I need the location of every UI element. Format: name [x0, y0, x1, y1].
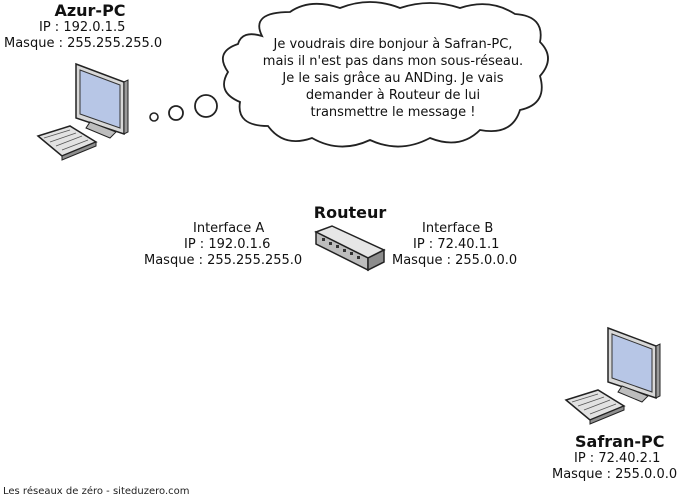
azur-pc-mask: Masque : 255.255.255.0 [4, 36, 163, 51]
router-icon [314, 225, 386, 272]
interface-a-title: Interface A [193, 221, 265, 236]
thought-line: demander à Routeur de lui [305, 88, 481, 103]
interface-a-mask: Masque : 255.255.255.0 [144, 253, 303, 268]
thought-text: Je voudrais dire bonjour à Safran-PC, ma… [238, 36, 548, 121]
thought-line: transmettre le message ! [310, 105, 476, 120]
interface-b-info: Interface B IP : 72.40.1.1 Masque : 255.… [392, 221, 552, 269]
router-name: Routeur [313, 203, 387, 222]
thought-dot-large [194, 94, 218, 118]
thought-bubble [149, 1, 549, 148]
thought-dot-small [149, 112, 159, 122]
azur-pc-name: Azur-PC [54, 1, 126, 20]
azur-pc-computer-icon [36, 62, 129, 161]
safran-pc-info: Safran-PC IP : 72.40.2.1 Masque : 255.0.… [540, 432, 700, 483]
thought-line: mais il n'est pas dans mon sous-réseau. [262, 54, 524, 69]
thought-cloud [221, 1, 549, 148]
azur-pc-info: Azur-PC IP : 192.0.1.5 Masque : 255.255.… [0, 1, 180, 52]
safran-pc-computer-icon [564, 326, 661, 425]
safran-pc-ip: IP : 72.40.2.1 [574, 451, 661, 466]
safran-pc-name: Safran-PC [575, 432, 665, 451]
footer-credit: Les réseaux de zéro - siteduzero.com [3, 486, 190, 497]
interface-a-ip: IP : 192.0.1.6 [184, 237, 271, 252]
interface-b-ip: IP : 72.40.1.1 [413, 237, 500, 252]
thought-line: Je voudrais dire bonjour à Safran-PC, [273, 37, 513, 52]
safran-pc-mask: Masque : 255.0.0.0 [552, 467, 678, 482]
thought-dot-medium [168, 105, 184, 121]
interface-b-mask: Masque : 255.0.0.0 [392, 253, 518, 268]
azur-pc-ip: IP : 192.0.1.5 [39, 20, 126, 35]
interface-b-title: Interface B [422, 221, 494, 236]
interface-a-info: Interface A IP : 192.0.1.6 Masque : 255.… [140, 221, 320, 269]
thought-line: Je le sais grâce au ANDing. Je vais [282, 71, 504, 86]
